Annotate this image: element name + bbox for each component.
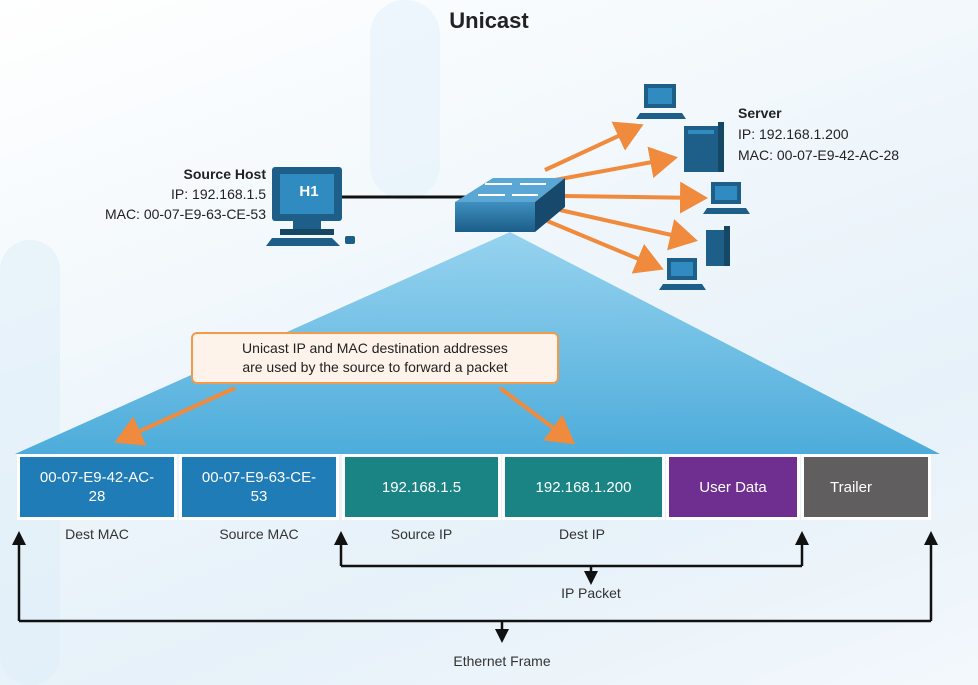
frame-field-source-ip: 192.168.1.5 <box>342 454 501 520</box>
ethernet-frame-label: Ethernet Frame <box>453 653 551 669</box>
h1-badge: H1 <box>299 183 319 200</box>
server-icon <box>684 122 724 172</box>
ip-packet-bracket <box>339 542 804 580</box>
switch-icon <box>455 178 565 232</box>
frame-field-trailer: Trailer <box>801 454 931 520</box>
frame-field-dest-ip: 192.168.1.200 <box>502 454 665 520</box>
dest-mac-value-line1: 00-07-E9-42-AC- <box>39 469 155 486</box>
source-ip-label: Source IP <box>390 526 453 542</box>
callout-arrows <box>114 386 576 446</box>
pc-icon <box>636 84 686 119</box>
frame-field-source-mac: 00-07-E9-63-CE- 53 <box>179 454 339 520</box>
server-title: Server <box>738 105 782 121</box>
pc-icon <box>703 182 750 214</box>
server-icon <box>706 226 730 266</box>
callout-box: Unicast IP and MAC destination addresses… <box>191 332 559 384</box>
server-mac: MAC: 00-07-E9-42-AC-28 <box>738 147 900 163</box>
source-host-ip: IP: 192.168.1.5 <box>171 186 266 202</box>
dest-mac-value-line2: 28 <box>88 488 106 505</box>
source-mac-value-line1: 00-07-E9-63-CE- <box>201 469 317 486</box>
frame-field-dest-mac: 00-07-E9-42-AC- 28 <box>17 454 177 520</box>
callout-line-1: Unicast IP and MAC destination addresses <box>242 340 508 356</box>
dest-mac-label: Dest MAC <box>65 526 129 542</box>
dest-ip-label: Dest IP <box>559 526 605 542</box>
ethernet-frame-bracket <box>17 542 933 638</box>
forward-arrows <box>544 121 708 274</box>
page-title: Unicast <box>449 8 529 33</box>
source-host-mac: MAC: 00-07-E9-63-CE-53 <box>104 206 266 222</box>
h1-computer-icon <box>266 167 355 246</box>
ip-packet-label: IP Packet <box>561 585 621 601</box>
source-host-title: Source Host <box>183 166 266 182</box>
source-mac-label: Source MAC <box>219 526 299 542</box>
bg-decoration <box>370 0 440 200</box>
pc-icon <box>659 258 706 290</box>
server-ip: IP: 192.168.1.200 <box>738 126 849 142</box>
callout-line-2: are used by the source to forward a pack… <box>242 359 508 375</box>
source-mac-value-line2: 53 <box>250 488 268 505</box>
frame-field-user-data: User Data <box>666 454 800 520</box>
bracket-arrowheads <box>12 531 938 643</box>
